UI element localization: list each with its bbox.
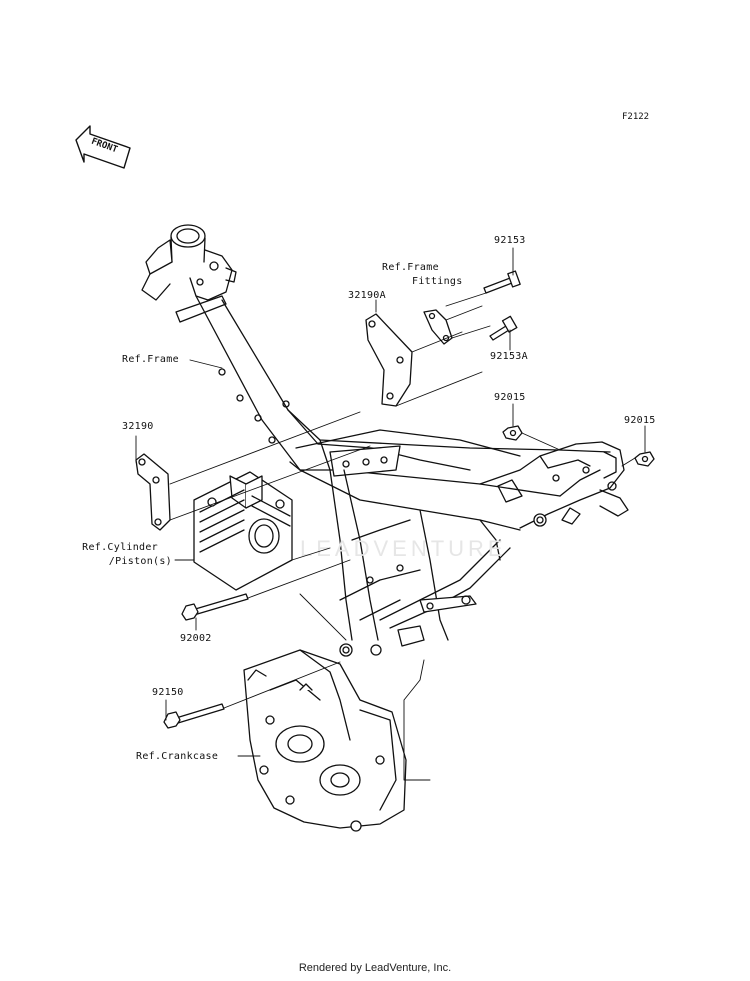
label-92015-right: 92015 <box>624 415 656 426</box>
frame-drawing <box>141 224 629 657</box>
nut-92015-left-drawing <box>502 425 523 441</box>
bolt-92002-drawing <box>181 593 249 621</box>
label-92150: 92150 <box>152 687 184 698</box>
nut-92015-right-drawing <box>634 451 655 467</box>
label-ref-frame-fittings-line2: Fittings <box>412 276 463 287</box>
bolt-92153A-drawing <box>489 315 518 341</box>
label-ref-crankcase: Ref.Crankcase <box>136 751 219 762</box>
frame-fittings-drawing <box>423 309 453 345</box>
label-ref-cylinder-line2: /Piston(s) <box>108 556 172 567</box>
label-92153A: 92153A <box>490 351 528 362</box>
cylinder-drawing <box>193 471 293 591</box>
front-arrow-icon: FRONT <box>75 125 131 169</box>
bolt-92153-drawing <box>483 270 521 294</box>
bracket-32190-drawing <box>135 453 171 531</box>
label-92153: 92153 <box>494 235 526 246</box>
diagram-code: F2122 <box>622 112 650 122</box>
crankcase-drawing <box>243 649 407 832</box>
label-ref-cylinder-line1: Ref.Cylinder <box>82 542 158 553</box>
footer-credit: Rendered by LeadVenture, Inc. <box>298 962 452 974</box>
label-ref-frame-fittings-line1: Ref.Frame <box>382 262 439 273</box>
label-92015-left: 92015 <box>494 392 526 403</box>
label-32190: 32190 <box>122 421 154 432</box>
label-ref-frame: Ref.Frame <box>122 354 179 365</box>
watermark-text: LEADVENTURE <box>300 536 507 561</box>
bracket-32190A-drawing <box>365 313 413 407</box>
bolt-92150-drawing <box>163 703 225 729</box>
label-32190A: 32190A <box>348 290 386 301</box>
leader-lines <box>135 247 646 781</box>
label-92002: 92002 <box>180 633 212 644</box>
